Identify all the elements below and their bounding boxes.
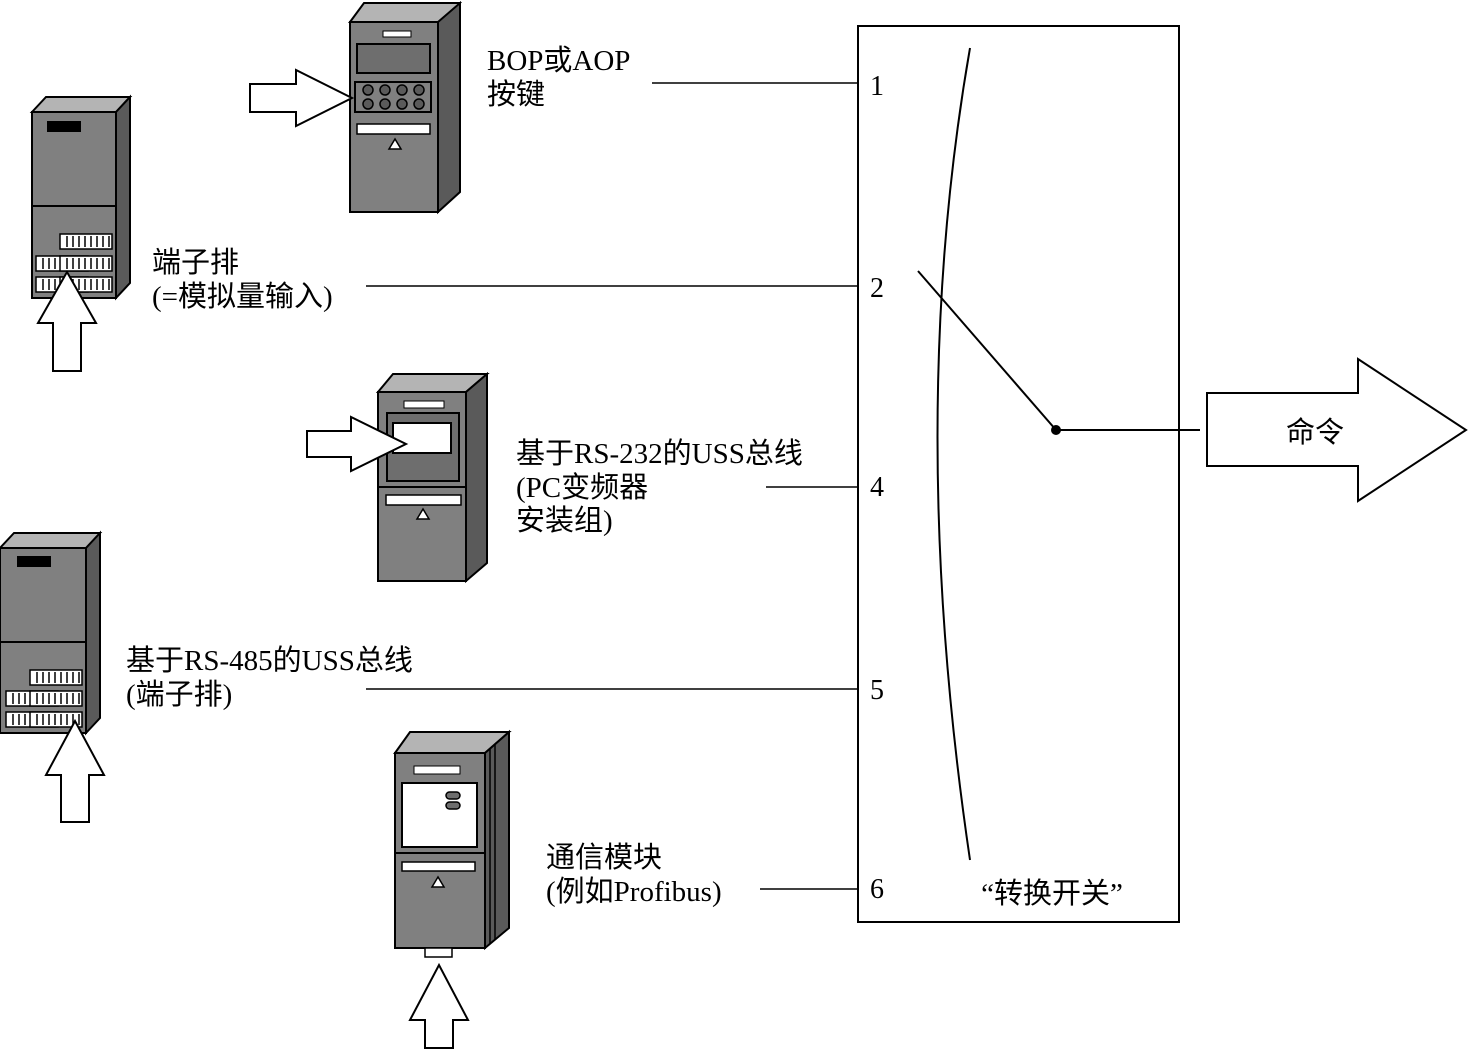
label-rs232: 基于RS-232的USS总线 (PC变频器 安装组)	[516, 437, 810, 537]
command-output: 命令	[1206, 357, 1468, 503]
label-rs232-line3: 安装组)	[516, 504, 613, 537]
label-rs485-line2: (端子排)	[126, 678, 232, 711]
input-arrow-bop	[249, 68, 355, 128]
switch-box: “转换开关”	[857, 25, 1200, 923]
label-rs232-line1: 基于RS-232的USS总线	[516, 437, 803, 470]
source-rs232-pc-kit	[306, 371, 490, 584]
switch-label: “转换开关”	[981, 877, 1123, 910]
source-terminal-strip	[29, 94, 133, 372]
label-rs485: 基于RS-485的USS总线 (端子排)	[126, 644, 420, 711]
input-arrow-rs232	[306, 415, 409, 473]
command-arrow	[1206, 357, 1468, 503]
source-rs485-terminal	[0, 530, 106, 823]
label-comm: 通信模块 (例如Profibus)	[546, 841, 722, 908]
label-bop-line2: 按键	[487, 78, 545, 111]
input-arrow-rs485	[44, 718, 106, 823]
label-bop-line1: BOP或AOP	[487, 44, 629, 77]
channel-number-5: 5	[870, 675, 884, 706]
label-rs232-line2: (PC变频器	[516, 471, 648, 504]
label-terminal-line1: 端子排	[152, 246, 239, 279]
label-bop: BOP或AOP 按键	[487, 44, 637, 111]
input-arrow-terminal	[36, 269, 98, 372]
label-terminal: 端子排 (=模拟量输入)	[152, 246, 333, 313]
label-rs485-line1: 基于RS-485的USS总线	[126, 644, 413, 677]
switch-lever	[917, 270, 1057, 431]
channel-number-2: 2	[870, 273, 884, 304]
input-arrow-comm	[408, 962, 470, 1049]
source-bop-keypad	[249, 0, 462, 215]
label-terminal-line2: (=模拟量输入)	[152, 280, 333, 313]
switch-contact-arc	[936, 47, 971, 861]
source-comm-module	[393, 729, 512, 1049]
channel-number-6: 6	[870, 874, 884, 905]
command-label: 命令	[1286, 416, 1344, 449]
channel-number-4: 4	[870, 472, 884, 503]
channel-numbers: 1 2 4 5 6	[870, 71, 884, 905]
label-comm-line2: (例如Profibus)	[546, 875, 722, 908]
connection-lines	[366, 82, 858, 890]
channel-number-1: 1	[870, 71, 884, 102]
label-comm-line1: 通信模块	[546, 841, 662, 874]
